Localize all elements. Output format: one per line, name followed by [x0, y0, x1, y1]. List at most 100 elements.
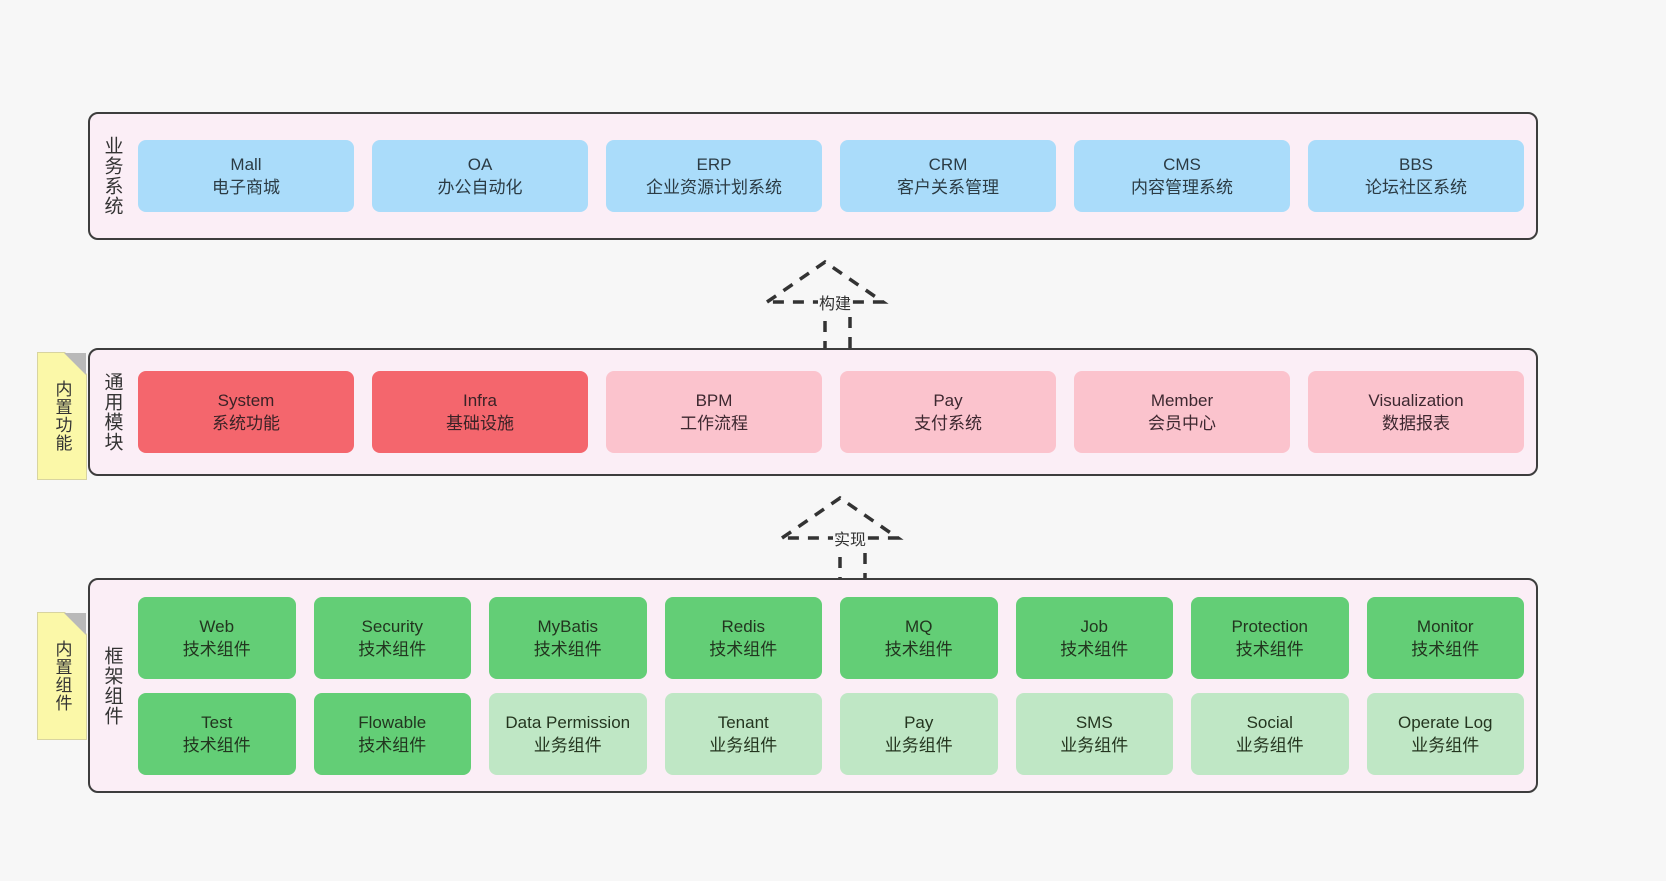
card-pay-module-cn: 支付系统	[914, 414, 982, 433]
common-card-row: System 系统功能 Infra 基础设施 BPM 工作流程 Pay 支付系统…	[138, 371, 1524, 453]
card-visualization-en: Visualization	[1368, 391, 1464, 410]
card-bpm-cn: 工作流程	[680, 414, 748, 433]
card-job[interactable]: Job 技术组件	[1015, 596, 1173, 679]
card-protection[interactable]: Protection 技术组件	[1191, 596, 1349, 679]
card-bbs-en: BBS	[1398, 155, 1434, 174]
card-pay-component-cn: 业务组件	[884, 735, 953, 755]
card-tenant[interactable]: Tenant 业务组件	[664, 692, 822, 775]
card-flowable[interactable]: Flowable 技术组件	[313, 692, 471, 775]
card-monitor-cn: 技术组件	[1411, 639, 1480, 659]
card-bpm[interactable]: BPM 工作流程	[606, 371, 822, 453]
card-web-cn: 技术组件	[182, 639, 251, 659]
card-flowable-cn: 技术组件	[358, 735, 427, 755]
card-social-en: Social	[1246, 712, 1293, 732]
card-social-cn: 业务组件	[1235, 735, 1304, 755]
card-mq-en: MQ	[905, 616, 933, 636]
card-visualization-cn: 数据报表	[1382, 414, 1450, 433]
arrow-build-label: 构建	[818, 296, 853, 314]
card-job-cn: 技术组件	[1060, 639, 1129, 659]
card-mq-cn: 技术组件	[884, 639, 953, 659]
card-crm-en: CRM	[928, 155, 968, 174]
layer-framework-component: 框架组件 Web 技术组件 Security 技术组件 MyBatis 技术组件…	[88, 578, 1538, 793]
card-cms-cn: 内容管理系统	[1131, 178, 1233, 197]
card-security-en: Security	[361, 616, 423, 636]
layer-common-title: 通用模块	[101, 372, 123, 452]
card-mybatis-en: MyBatis	[537, 616, 598, 636]
card-system[interactable]: System 系统功能	[138, 371, 354, 453]
card-redis-cn: 技术组件	[709, 639, 778, 659]
card-visualization[interactable]: Visualization 数据报表	[1308, 371, 1524, 453]
note-builtin-functions-text: 内置功能	[52, 380, 72, 452]
arrow-implement-label: 实现	[833, 532, 868, 550]
card-oa-en: OA	[467, 155, 493, 174]
card-pay-component[interactable]: Pay 业务组件	[840, 692, 998, 775]
card-monitor-en: Monitor	[1416, 616, 1474, 636]
layer-common-body: System 系统功能 Infra 基础设施 BPM 工作流程 Pay 支付系统…	[134, 350, 1536, 474]
card-mq[interactable]: MQ 技术组件	[840, 596, 998, 679]
card-redis[interactable]: Redis 技术组件	[664, 596, 822, 679]
arrow-build: 构建	[755, 256, 925, 356]
card-pay-component-en: Pay	[904, 712, 934, 732]
card-infra-cn: 基础设施	[446, 414, 514, 433]
layer-framework-body: Web 技术组件 Security 技术组件 MyBatis 技术组件 Redi…	[134, 580, 1536, 791]
card-member-cn: 会员中心	[1148, 414, 1216, 433]
card-member-en: Member	[1150, 391, 1214, 410]
card-crm[interactable]: CRM 客户关系管理	[840, 140, 1056, 212]
card-data-permission[interactable]: Data Permission 业务组件	[489, 692, 647, 775]
layer-business-system: 业务系统 Mall 电子商城 OA 办公自动化 ERP 企业资源计划系统 CRM…	[88, 112, 1538, 240]
card-security[interactable]: Security 技术组件	[313, 596, 471, 679]
card-data-permission-en: Data Permission	[505, 712, 631, 732]
layer-common-module: 通用模块 System 系统功能 Infra 基础设施 BPM 工作流程 Pay…	[88, 348, 1538, 476]
card-sms-en: SMS	[1075, 712, 1113, 732]
layer-framework-title: 框架组件	[101, 645, 123, 726]
card-protection-en: Protection	[1231, 616, 1309, 636]
card-system-en: System	[217, 391, 275, 410]
card-sms[interactable]: SMS 业务组件	[1015, 692, 1173, 775]
card-infra[interactable]: Infra 基础设施	[372, 371, 588, 453]
card-erp-en: ERP	[696, 155, 732, 174]
business-card-row: Mall 电子商城 OA 办公自动化 ERP 企业资源计划系统 CRM 客户关系…	[138, 140, 1524, 212]
note-builtin-functions: 内置功能	[37, 352, 87, 480]
card-oa-cn: 办公自动化	[437, 178, 523, 197]
card-tenant-en: Tenant	[717, 712, 769, 732]
card-web-en: Web	[199, 616, 235, 636]
card-cms[interactable]: CMS 内容管理系统	[1074, 140, 1290, 212]
card-social[interactable]: Social 业务组件	[1191, 692, 1349, 775]
card-erp-cn: 企业资源计划系统	[646, 178, 782, 197]
card-web[interactable]: Web 技术组件	[138, 596, 296, 679]
card-mall-cn: 电子商城	[212, 178, 280, 197]
card-member[interactable]: Member 会员中心	[1074, 371, 1290, 453]
card-test-en: Test	[201, 712, 233, 732]
card-oa[interactable]: OA 办公自动化	[372, 140, 588, 212]
card-test-cn: 技术组件	[182, 735, 251, 755]
card-pay-module-en: Pay	[933, 391, 963, 410]
card-mall[interactable]: Mall 电子商城	[138, 140, 354, 212]
card-monitor[interactable]: Monitor 技术组件	[1366, 596, 1524, 679]
card-redis-en: Redis	[721, 616, 765, 636]
card-bpm-en: BPM	[695, 391, 733, 410]
card-job-en: Job	[1080, 616, 1108, 636]
card-operate-log[interactable]: Operate Log 业务组件	[1366, 692, 1524, 775]
framework-business-row: Test 技术组件 Flowable 技术组件 Data Permission …	[138, 692, 1524, 775]
card-sms-cn: 业务组件	[1060, 735, 1129, 755]
arrow-implement: 实现	[770, 492, 940, 592]
card-test[interactable]: Test 技术组件	[138, 692, 296, 775]
card-operate-log-cn: 业务组件	[1411, 735, 1480, 755]
card-mall-en: Mall	[230, 155, 262, 174]
card-pay-module[interactable]: Pay 支付系统	[840, 371, 1056, 453]
card-bbs-cn: 论坛社区系统	[1365, 178, 1467, 197]
card-crm-cn: 客户关系管理	[897, 178, 999, 197]
card-mybatis[interactable]: MyBatis 技术组件	[489, 596, 647, 679]
card-flowable-en: Flowable	[358, 712, 427, 732]
card-data-permission-cn: 业务组件	[533, 735, 602, 755]
card-infra-en: Infra	[462, 391, 498, 410]
card-erp[interactable]: ERP 企业资源计划系统	[606, 140, 822, 212]
card-cms-en: CMS	[1163, 155, 1201, 174]
card-security-cn: 技术组件	[358, 639, 427, 659]
note-builtin-components: 内置组件	[37, 612, 87, 740]
framework-tech-row: Web 技术组件 Security 技术组件 MyBatis 技术组件 Redi…	[138, 596, 1524, 679]
card-mybatis-cn: 技术组件	[533, 639, 602, 659]
card-protection-cn: 技术组件	[1235, 639, 1304, 659]
card-bbs[interactable]: BBS 论坛社区系统	[1308, 140, 1524, 212]
